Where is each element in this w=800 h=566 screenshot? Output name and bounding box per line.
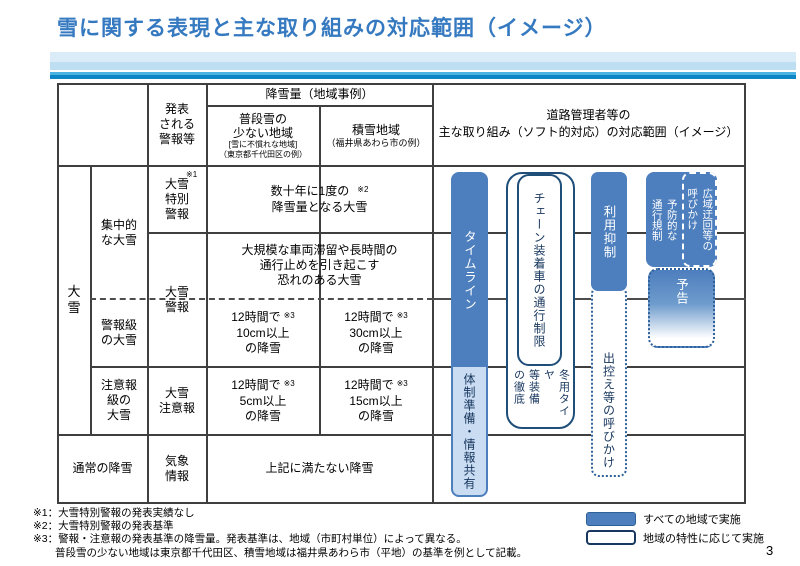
notice-label: 予告 <box>674 278 688 305</box>
timeline-label-wrap: タイムライン <box>453 174 486 367</box>
cell-30cm-line2: 30cm以上 の降雪 <box>349 326 403 355</box>
cell-not-meeting-above: 上記に満たない降雪 <box>265 461 374 475</box>
table-line-v-region <box>319 106 321 435</box>
cell-30cm-line1: 12時間で※3 <box>344 310 408 326</box>
refrain-call-label: 出控え等の呼びかけ <box>601 352 616 469</box>
preventive-regulation-wrap: 予防的な 通行規制 <box>646 172 682 267</box>
table-line-v-warncol <box>147 83 149 503</box>
notice-box: 予告 <box>648 268 715 348</box>
chain-restriction-box: チェーン装着車の通行制限 <box>517 174 562 366</box>
cell-10cm: 12時間で※3 10cm以上 の降雪 <box>207 300 319 366</box>
cell-once-line1: 数十年に1度の ※2 <box>271 184 369 200</box>
cell-once-line2: 降雪量となる大雪 <box>271 199 368 214</box>
table-line-h-subheader <box>206 105 434 107</box>
cell-heavy-snow: 大 雪 <box>67 284 81 315</box>
detour-call-label: 広域迂回等の 呼びかけ <box>686 188 714 251</box>
legend-swatch-all-regions <box>586 512 636 526</box>
legend-label-by-region: 地域の特性に応じて実施 <box>643 533 764 545</box>
cell-normal-snowfall: 通常の降雪 <box>72 461 133 475</box>
cell-once-note: ※2 <box>357 184 369 194</box>
cell-5cm-note: ※3 <box>283 378 295 388</box>
footnote-3-continued: 普段雪の少ない地域は東京都千代田区、積雪地域は福井県あわら市（平地）の基準を例と… <box>55 546 528 559</box>
cell-heavy-snow-advisory: 大雪 注意報 <box>158 385 195 415</box>
header-little-snow-region: 普段雪の 少ない地域 [雪に不慣れな地域] （東京都千代田区の例） <box>207 106 319 165</box>
cell-large-scale-stranding: 大規模な車両滞留や長時間の 通行止めを引き起こす 恐れのある大雪 <box>241 243 398 287</box>
table-line-h-dashed-right <box>432 298 746 300</box>
title-stripe-light <box>50 52 796 62</box>
header-little-snow-sub2: （東京都千代田区の例） <box>219 149 307 159</box>
legend-swatch-by-region <box>586 530 636 545</box>
header-snowy-sub: （福井県あわら市の例） <box>326 138 426 148</box>
table-line-v-heavy <box>90 166 92 435</box>
table-line-v-panel <box>432 83 434 503</box>
page-title: 雪に関する表現と主な取り組みの対応範囲（イメージ） <box>57 17 607 40</box>
table-line-h-dashed <box>90 298 433 300</box>
cell-10cm-note: ※3 <box>283 311 295 320</box>
cell-10cm-line1: 12時間で※3 <box>231 310 295 326</box>
header-snowfall-group: 降雪量（地域事例） <box>265 86 374 101</box>
cell-5cm: 12時間で※3 5cm以上 の降雪 <box>207 367 319 434</box>
cell-special-warning: 大雪 特別 警報 <box>164 176 189 221</box>
timeline-bar: タイムライン 体制準備・情報共有 <box>451 172 488 497</box>
cell-intensive-heavy-snow: 集中的 な大雪 <box>100 217 137 247</box>
cell-15cm-note: ※3 <box>396 378 408 388</box>
cell-15cm: 12時間で※3 15cm以上 の降雪 <box>320 367 432 434</box>
header-little-snow-sub1: [雪に不慣れな地域] <box>228 139 298 149</box>
page-number: 3 <box>766 543 774 558</box>
cell-30cm-note: ※3 <box>396 311 408 320</box>
preparation-label-wrap: 体制準備・情報共有 <box>453 367 486 495</box>
preparation-label: 体制準備・情報共有 <box>462 372 476 490</box>
cell-5cm-line2: 5cm以上 の降雪 <box>239 393 287 423</box>
cell-15cm-text: 12時間で <box>344 377 394 392</box>
footnotes: ※1：大雪特別警報の発表実績なし ※2：大雪特別警報の発表基準 ※3：警報・注意… <box>33 507 573 560</box>
cell-advisory-level: 注意報 級の 大雪 <box>100 378 137 422</box>
cell-30cm: 12時間で※3 30cm以上 の降雪 <box>320 300 432 366</box>
table-line-h-headerbottom <box>57 165 746 167</box>
footnote-1: ※1：大雪特別警報の発表実績なし <box>33 507 195 519</box>
cell-15cm-line2: 15cm以上 の降雪 <box>349 393 403 423</box>
table-line-h-special <box>147 232 746 234</box>
cell-heavy-snow-warning: 大雪 警報 <box>164 284 189 314</box>
table-border-top <box>57 83 746 85</box>
table-border-left <box>57 83 59 503</box>
table-border-bottom <box>57 502 746 504</box>
chain-restriction-label: チェーン装着車の通行制限 <box>532 192 546 348</box>
cell-10cm-line2: 10cm以上 の降雪 <box>236 326 290 355</box>
header-snowy-main: 積雪地域 <box>351 123 400 137</box>
cell-special-warning-note: ※1 <box>186 170 198 179</box>
winter-tire-label-wrap: 冬用タイヤ 等装備 の徹底 <box>506 369 575 426</box>
legend-label-all-regions: すべての地域で実施 <box>643 514 741 526</box>
header-little-snow-main: 普段雪の 少ない地域 <box>232 111 293 140</box>
use-restraint-bar: 利用抑制 <box>591 172 627 291</box>
header-snowy-region: 積雪地域 （福井県あわら市の例） <box>320 106 432 165</box>
header-warning-column: 発表 される 警報等 <box>158 101 195 146</box>
cell-15cm-line1: 12時間で※3 <box>344 378 408 394</box>
preventive-detour-group: 予防的な 通行規制 広域迂回等の 呼びかけ <box>646 172 717 267</box>
title-stripe-medium <box>50 62 796 70</box>
header-road-managers: 道路管理者等の 主な取り組み（ソフト的対応）の対応範囲（イメージ） <box>438 108 739 139</box>
cell-once-in-decades: 数十年に1度の ※2 降雪量となる大雪 <box>207 166 432 232</box>
cell-30cm-text: 12時間で <box>344 310 394 324</box>
winter-tire-label: 冬用タイヤ 等装備 の徹底 <box>512 369 570 417</box>
refrain-call-box: 出控え等の呼びかけ <box>591 286 627 477</box>
cell-once-text: 数十年に1度の <box>270 183 350 198</box>
footnote-3: ※3：警報・注意報の発表基準の降雪量。発表基準は、地域（市町村単位）によって異な… <box>33 533 467 546</box>
timeline-label: タイムライン <box>462 230 476 311</box>
cell-5cm-line1: 12時間で※3 <box>231 378 295 394</box>
detour-call-box: 広域迂回等の 呼びかけ <box>681 172 717 267</box>
title-stripe-cyan <box>50 72 796 75</box>
table-line-h-warnlevel <box>90 366 746 368</box>
use-restraint-label: 利用抑制 <box>601 204 616 259</box>
preventive-regulation-label: 予防的な 通行規制 <box>650 198 678 241</box>
cell-10cm-text: 12時間で <box>231 310 281 324</box>
title-stripe-blue <box>50 75 796 79</box>
cell-weather-info: 気象 情報 <box>164 453 189 483</box>
table-border-right <box>744 83 746 503</box>
table-line-v-snowfall <box>206 83 208 503</box>
cell-warning-level: 警報級 の大雪 <box>100 318 137 347</box>
table-line-h-advisory <box>57 434 746 436</box>
footnote-2: ※2：大雪特別警報の発表基準 <box>33 520 174 533</box>
cell-5cm-text: 12時間で <box>231 377 281 392</box>
